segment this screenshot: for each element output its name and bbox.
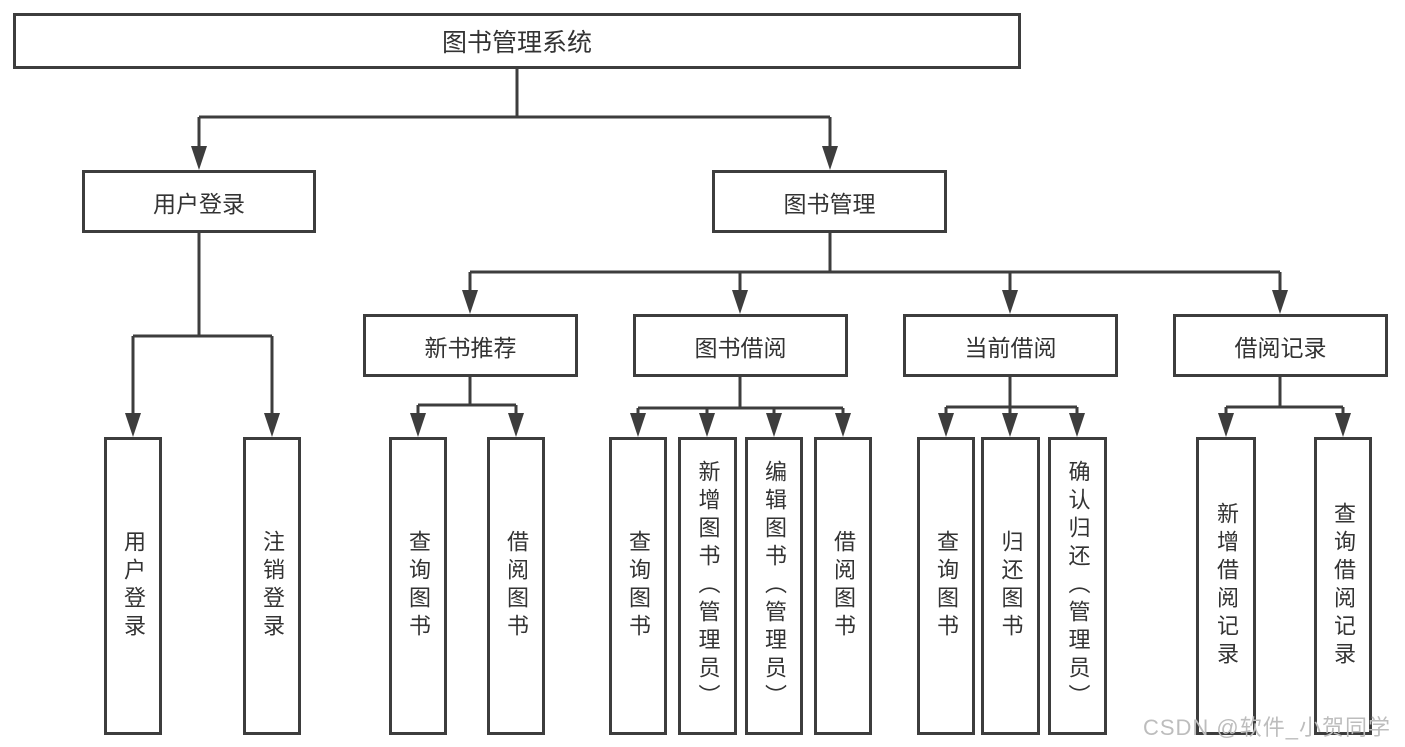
leaf-label: 归还图书	[998, 530, 1024, 642]
node-book-borrowing: 图书借阅	[633, 314, 848, 377]
leaf-label: 查询借阅记录	[1331, 502, 1356, 670]
leaf-label: 用户登录	[121, 530, 146, 642]
leaf-label: 注销登录	[260, 530, 285, 642]
leaf-logout: 注销登录	[243, 437, 301, 735]
node-label: 图书管理	[783, 190, 876, 217]
leaf-label: 借阅图书	[504, 530, 529, 642]
leaf-borrow-books: 借阅图书	[487, 437, 545, 735]
node-book-management: 图书管理	[712, 170, 947, 233]
leaf-label: 查询图书	[626, 530, 651, 642]
node-borrowing-records: 借阅记录	[1173, 314, 1388, 377]
node-label: 借阅记录	[1234, 334, 1327, 361]
node-current-borrowing: 当前借阅	[903, 314, 1118, 377]
node-label: 用户登录	[153, 190, 245, 217]
leaf-label: 新增借阅记录	[1214, 502, 1239, 670]
leaf-add-borrow-record: 新增借阅记录	[1196, 437, 1256, 735]
leaf-query-books: 查询图书	[917, 437, 975, 735]
leaf-query-books: 查询图书	[609, 437, 667, 735]
csdn-watermark: CSDN @软件_小贺同学	[1142, 715, 1391, 740]
node-book-management-system: 图书管理系统	[13, 13, 1021, 69]
leaf-return-books: 归还图书	[981, 437, 1040, 735]
node-label: 图书借阅	[694, 334, 787, 361]
node-user-login: 用户登录	[82, 170, 316, 233]
leaf-label: 新增图书（管理员）	[695, 460, 721, 712]
node-label: 当前借阅	[964, 334, 1057, 361]
node-new-book-recommend: 新书推荐	[363, 314, 578, 377]
leaf-label: 查询图书	[406, 530, 431, 642]
leaf-label: 编辑图书（管理员）	[762, 460, 787, 712]
leaf-edit-books-admin: 编辑图书（管理员）	[745, 437, 803, 735]
leaf-query-borrow-record: 查询借阅记录	[1314, 437, 1372, 735]
leaf-confirm-return-admin: 确认归还（管理员）	[1048, 437, 1107, 735]
node-label: 图书管理系统	[441, 29, 592, 57]
leaf-add-books-admin: 新增图书（管理员）	[678, 437, 737, 735]
leaf-label: 确认归还（管理员）	[1065, 460, 1091, 712]
node-label: 新书推荐	[424, 334, 517, 361]
leaf-borrow-books: 借阅图书	[814, 437, 872, 735]
leaf-label: 借阅图书	[831, 530, 856, 642]
leaf-user-login: 用户登录	[104, 437, 162, 735]
leaf-label: 查询图书	[934, 530, 959, 642]
leaf-query-books: 查询图书	[389, 437, 447, 735]
